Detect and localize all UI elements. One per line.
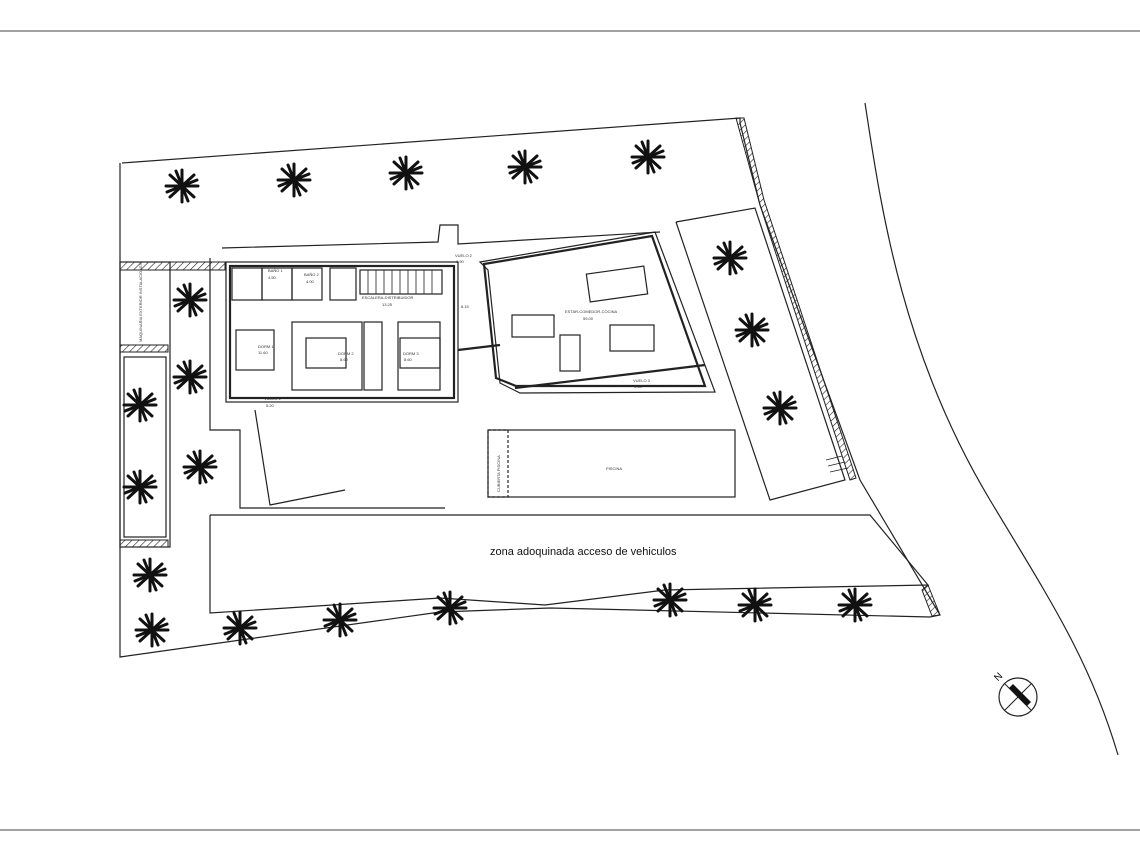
north-arrow: N (992, 671, 1038, 717)
svg-text:BAÑO 1: BAÑO 1 (268, 268, 283, 273)
svg-text:8.60: 8.60 (340, 357, 349, 362)
svg-text:VUELO 2: VUELO 2 (455, 253, 473, 258)
svg-text:BAÑO 2: BAÑO 2 (304, 272, 319, 277)
svg-text:8.60: 8.60 (404, 357, 413, 362)
installations-area: MAQUINARIA EXTERIOR INSTALACIONES (119, 261, 226, 548)
plot-boundary (119, 102, 1119, 756)
svg-text:PISCINA: PISCINA (606, 466, 622, 471)
svg-text:CUBIERTA PISCINA: CUBIERTA PISCINA (496, 455, 501, 492)
svg-text:59.00: 59.00 (583, 316, 594, 321)
svg-text:13.25: 13.25 (382, 302, 393, 307)
pool: CUBIERTA PISCINA PISCINA (487, 429, 736, 498)
svg-text:DORM 2: DORM 2 (338, 351, 354, 356)
installations-label: MAQUINARIA EXTERIOR INSTALACIONES (138, 262, 143, 342)
room-labels: BAÑO 1 4.50 BAÑO 2 4.00 ESCALERA-DISTRIBUI… (258, 253, 651, 408)
svg-text:DORM 3: DORM 3 (403, 351, 419, 356)
house (209, 224, 716, 509)
svg-text:4.50: 4.50 (634, 384, 643, 389)
svg-text:5.20: 5.20 (266, 403, 275, 408)
svg-text:VUELO 3: VUELO 3 (633, 378, 651, 383)
svg-text:0.90: 0.90 (456, 259, 465, 264)
svg-text:11.60: 11.60 (258, 350, 268, 355)
svg-text:VUELO 1: VUELO 1 (264, 396, 282, 401)
svg-text:4.50: 4.50 (268, 275, 277, 280)
svg-text:ESTAR-COMEDOR-COCINA: ESTAR-COMEDOR-COCINA (565, 309, 617, 314)
driveway-label: zona adoquinada acceso de vehiculos (490, 546, 677, 558)
svg-text:4.00: 4.00 (306, 279, 315, 284)
driveway: zona adoquinada acceso de vehiculos (209, 207, 930, 614)
svg-text:8.15: 8.15 (461, 304, 470, 309)
svg-text:ESCALERA-DISTRIBUIDOR: ESCALERA-DISTRIBUIDOR (362, 295, 413, 300)
road-edge (864, 102, 1119, 756)
north-label: N (992, 671, 1005, 684)
palm-trees (122, 139, 873, 648)
svg-text:DORM 1: DORM 1 (258, 344, 274, 349)
